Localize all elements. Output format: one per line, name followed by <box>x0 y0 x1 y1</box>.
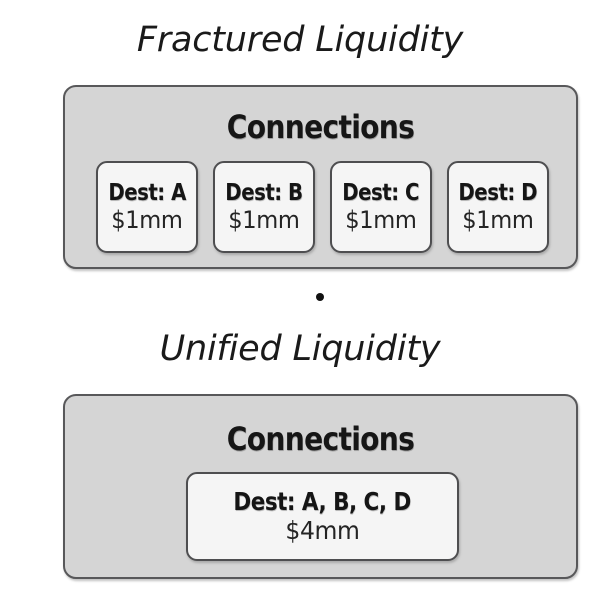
panel-heading-connections-fractured: Connections <box>226 108 415 146</box>
section-title-unified: Unified Liquidity <box>159 329 441 369</box>
destination-card-b[interactable]: Dest: B $1mm <box>213 161 315 253</box>
destination-amount-d: $1mm <box>462 205 534 234</box>
destination-card-d[interactable]: Dest: D $1mm <box>447 161 549 253</box>
destination-label-unified: Dest: A, B, C, D <box>233 487 412 517</box>
destination-label-d: Dest: D <box>458 179 538 206</box>
separator-dot-icon <box>316 293 324 301</box>
destination-card-c[interactable]: Dest: C $1mm <box>330 161 432 253</box>
destination-amount-b: $1mm <box>228 205 300 234</box>
destination-card-row: Dest: A $1mm Dest: B $1mm Dest: C $1mm D… <box>96 161 549 253</box>
destination-label-b: Dest: B <box>225 179 303 206</box>
destination-label-a: Dest: A <box>108 179 186 206</box>
destination-amount-c: $1mm <box>345 205 417 234</box>
destination-amount-a: $1mm <box>111 205 183 234</box>
panel-unified-connections: Connections Dest: A, B, C, D $4mm <box>63 394 578 579</box>
destination-label-c: Dest: C <box>342 179 420 206</box>
section-title-fractured: Fractured Liquidity <box>136 20 464 60</box>
panel-fractured-connections: Connections Dest: A $1mm Dest: B $1mm De… <box>63 85 578 269</box>
destination-card-unified[interactable]: Dest: A, B, C, D $4mm <box>186 472 459 561</box>
destination-amount-unified: $4mm <box>285 515 360 545</box>
panel-heading-connections-unified: Connections <box>226 420 415 458</box>
destination-card-a[interactable]: Dest: A $1mm <box>96 161 198 253</box>
